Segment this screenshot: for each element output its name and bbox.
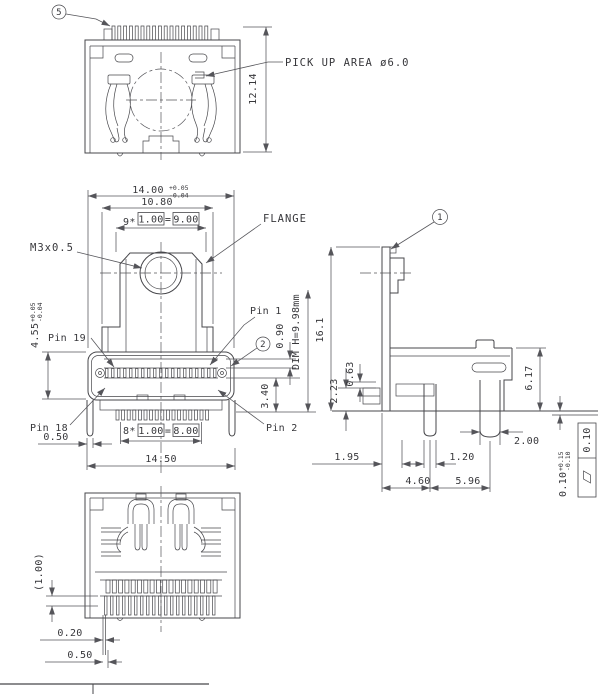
front-view: 14.00 +0.05 -0.04 10.80 9* 1.00 = 9.00 F…	[29, 184, 316, 474]
dim-bottom-pitch: 8* 1.00 = 8.00	[120, 422, 202, 444]
side-right-leg	[479, 380, 501, 438]
callout-5: 5	[51, 4, 111, 27]
dim-pin-step: 0.90	[226, 323, 296, 385]
dim-width-tol-dn: -0.04	[169, 192, 189, 200]
callout-5-text: 5	[56, 8, 62, 18]
top-pitch-unit: 1.00	[138, 215, 163, 226]
dim-offset-b-text: 1.20	[449, 452, 474, 463]
callout-2: 2	[230, 336, 271, 367]
dim-body-height-text: 6.17	[524, 365, 535, 390]
flatness-value-text: 0.10	[582, 427, 593, 452]
dim-pad-width: 0.20	[40, 628, 120, 643]
dim-pin-to-board-text: 3.40	[260, 383, 271, 408]
flatness-symbol-icon	[583, 470, 591, 484]
side-left-leg	[423, 384, 437, 437]
dim-standoff-text: 0.10	[558, 472, 569, 497]
dim-lead-depth-text: 2.23	[329, 378, 340, 403]
dim-step-text: 0.63	[345, 361, 356, 386]
dim-leg-span: 14.50	[86, 448, 236, 470]
pin-labels: Pin 19 Pin 1 Pin 18 Pin 2	[30, 306, 298, 434]
dim-shell-height-text: 4.55	[30, 323, 41, 348]
pin2-label: Pin 2	[266, 423, 298, 434]
dim-leg-width-side: 2.00	[460, 420, 539, 447]
equals-sign: =	[165, 215, 171, 226]
dim-leg-width: 0.50	[38, 432, 112, 448]
bottom-body	[84, 486, 241, 655]
dim-flange-width: 10.80	[101, 197, 214, 324]
dim-width-text: 14.00	[132, 185, 164, 196]
title-block-edge	[0, 683, 209, 694]
dim-ref: (1.00)	[34, 553, 98, 622]
dim-flange-width-text: 10.80	[141, 197, 173, 208]
pin1-label: Pin 1	[250, 306, 282, 317]
dim-top-depth: 12.14	[243, 26, 272, 153]
spring-contact	[105, 74, 131, 143]
dim-height-text: 16.1	[315, 317, 326, 342]
dim-step: 0.63	[345, 361, 376, 402]
dim-ref-text: (1.00)	[34, 553, 45, 591]
dim-leg-span-text: 14.50	[145, 454, 177, 465]
pick-up-note-text: PICK UP AREA ø6.0	[285, 57, 409, 69]
side-view: 1 16.1 2.23 0.63 6.17	[312, 209, 598, 498]
top-view-body	[84, 25, 241, 160]
dim-pin-to-board: 3.40	[226, 377, 316, 413]
right-leg	[228, 400, 236, 437]
dim-offset-a-text: 1.95	[334, 452, 359, 463]
pin19-label: Pin 19	[48, 333, 86, 344]
dim-top-pitch: 9* 1.00 = 9.00	[115, 212, 207, 252]
dim-leg-pitch-a-text: 4.60	[405, 476, 430, 487]
dim-leg-width-text: 0.50	[43, 432, 68, 443]
spring-contact-bottom	[116, 493, 155, 553]
dim-standoff-tol-dn: -0.10	[564, 451, 572, 471]
dim-lead-depth: 2.23	[329, 368, 376, 431]
dim-standoff-tol-up: +0.15	[557, 451, 565, 471]
thread-note: M3x0.5	[30, 242, 143, 269]
bottom-view: (1.00) 0.20 0.50	[34, 486, 241, 668]
lead-comb	[104, 595, 216, 616]
bottom-pitch-prefix: 8*	[123, 426, 136, 437]
pick-up-note: PICK UP AREA ø6.0	[205, 57, 409, 77]
dim-pad-pitch: 0.50	[45, 650, 122, 668]
bottom-pitch-total: 8.00	[173, 426, 198, 437]
dim-pad-width-text: 0.20	[57, 628, 82, 639]
smt-lead-comb	[115, 409, 209, 421]
callout-2-text: 2	[260, 340, 266, 350]
equals-sign: =	[165, 426, 171, 437]
shield-teeth	[111, 25, 209, 41]
top-pitch-total: 9.00	[173, 215, 198, 226]
callout-1-text: 1	[437, 213, 443, 223]
left-leg	[86, 400, 94, 437]
dim-shell-height-tol-dn: -0.04	[36, 302, 44, 322]
front-flange	[100, 242, 222, 474]
dim-depth-text: 12.14	[248, 73, 259, 105]
dim-standoff: 0.10 +0.15 -0.10	[557, 396, 572, 497]
dim-overall-width: 14.00 +0.05 -0.04	[87, 184, 235, 348]
dim-pad-pitch-text: 0.50	[67, 650, 92, 661]
dim-body-height: 6.17	[516, 347, 546, 411]
flange-note: FLANGE	[205, 213, 307, 264]
callout-1: 1	[390, 209, 448, 250]
dim-width-tol-up: +0.05	[169, 184, 189, 192]
dim-leg-width-side-text: 2.00	[514, 436, 539, 447]
contact-row	[105, 368, 217, 378]
flatness-frame: 0.10	[577, 422, 597, 498]
dim-pin-step-text: 0.90	[275, 323, 286, 348]
dim-offsets: 1.95 1.20 4.60 5.96	[312, 413, 491, 492]
dim-shell-height: 4.55 +0.05 -0.04	[29, 302, 86, 400]
dim-h-note: DIM H=9.98mm	[291, 290, 311, 412]
side-body	[332, 246, 598, 438]
dim-h-note-text: DIM H=9.98mm	[291, 294, 302, 370]
thread-note-text: M3x0.5	[30, 242, 74, 254]
bottom-pitch-unit: 1.00	[138, 426, 163, 437]
top-pitch-prefix: 9*	[123, 217, 136, 228]
dim-shell-height-tol-up: +0.05	[29, 302, 37, 322]
pin18-label: Pin 18	[30, 423, 68, 434]
dim-total-height: 16.1	[315, 246, 380, 411]
pad-comb	[105, 579, 218, 594]
dim-leg-pitch-b-text: 5.96	[455, 476, 480, 487]
front-shell	[86, 351, 236, 437]
flange-label: FLANGE	[263, 213, 307, 225]
top-view: 12.14 PICK UP AREA ø6.0 5	[51, 4, 409, 160]
